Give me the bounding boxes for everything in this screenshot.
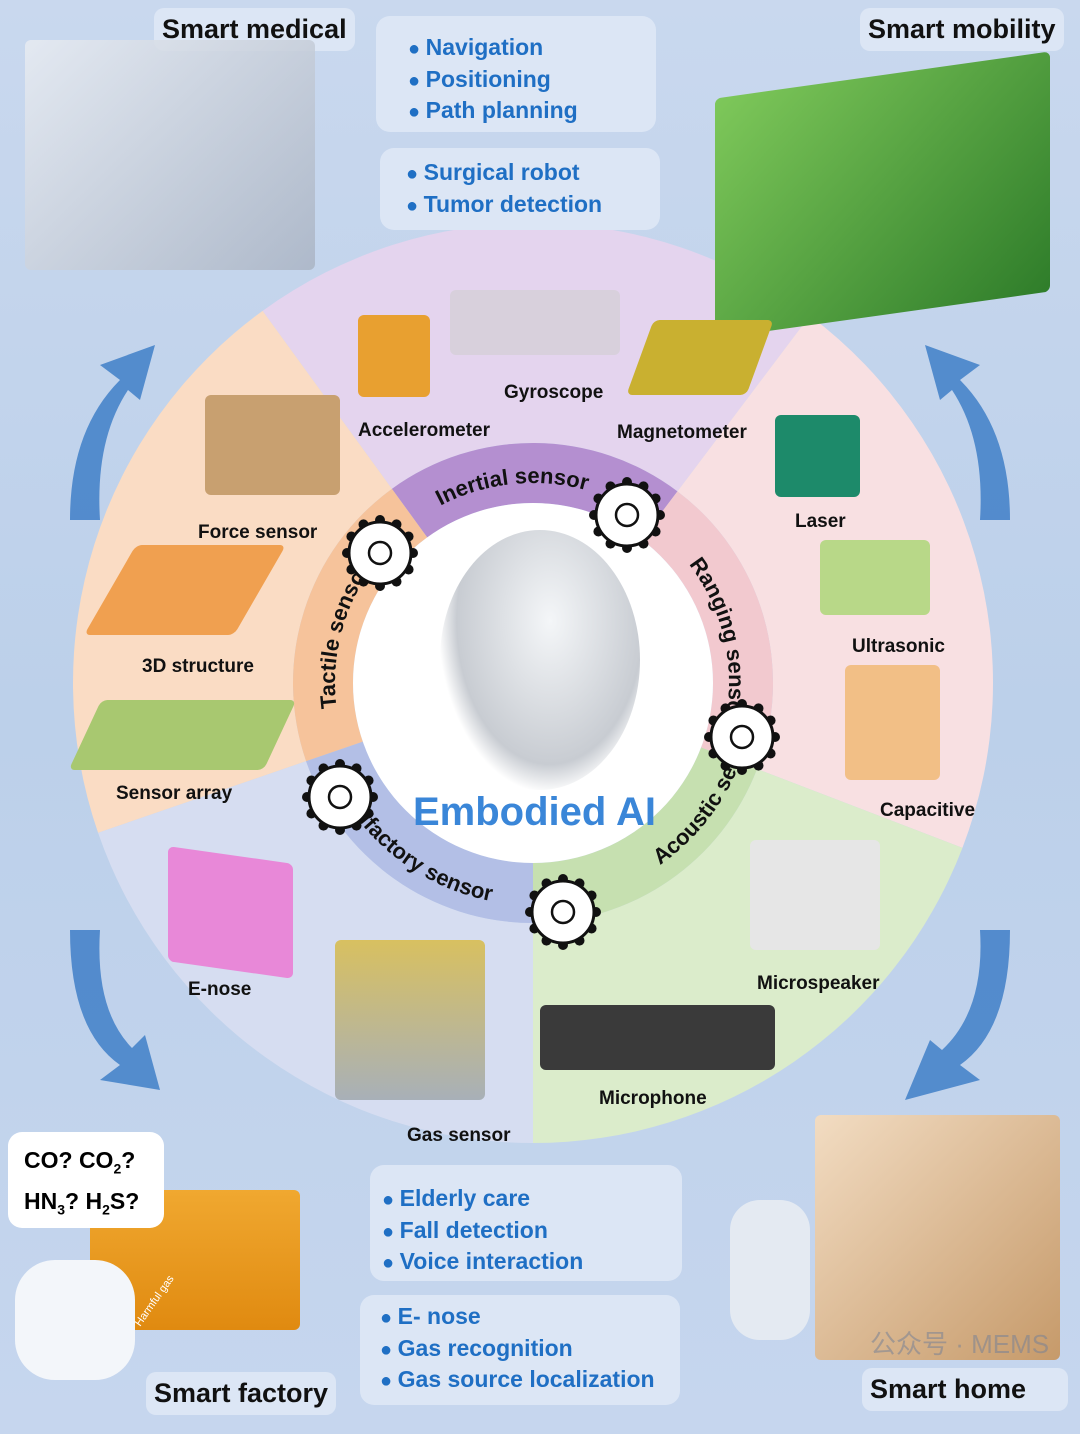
smart-mobility-village-illustration [715,51,1050,339]
robot-illustration [440,530,640,790]
elderly-care-robot-illustration [730,1200,810,1340]
label-gyroscope: Gyroscope [504,382,604,403]
nose-icon [302,759,378,835]
laser-image [775,415,860,497]
robot-dog-illustration [15,1260,135,1380]
title-smart-mobility: Smart mobility [860,8,1064,51]
list-item: Gas recognition [380,1334,655,1366]
outer-sector-inertial [262,222,810,492]
watermark: 公众号 · MEMS [870,1329,1050,1359]
ear-icon [525,874,601,950]
gyroscope-image [450,290,620,355]
list-item: Fall detection [382,1216,583,1248]
label-capacitive: Capacitive [880,800,976,821]
smart-home-room-illustration [815,1115,1060,1360]
sensor-array-image [68,700,297,770]
label-accelerometer: Accelerometer [358,420,491,441]
home-list: Elderly care Fall detection Voice intera… [382,1184,584,1279]
list-item: Tumor detection [406,190,602,222]
surgical-robot-illustration [25,40,315,270]
mobility-list: Navigation Positioning Path planning [408,33,578,128]
arrow-top-right [925,345,1010,520]
label-ultrasonic: Ultrasonic [852,636,945,657]
label-magnetometer: Magnetometer [617,422,747,443]
gas-question-bubble: CO? CO2? HN3? H2S? [8,1132,164,1228]
label-3d-structure: 3D structure [142,656,254,677]
arrow-top-left [70,345,155,520]
eye-icon [704,699,780,775]
label-microspeaker: Microspeaker [757,973,880,994]
label-laser: Laser [795,511,846,532]
title-smart-factory: Smart factory [146,1372,337,1415]
force-sensor-image [205,395,340,495]
ultrasonic-image [820,540,930,615]
label-microphone: Microphone [599,1088,707,1109]
e-nose-image [168,846,293,979]
label-e-nose: E-nose [188,979,252,1000]
label-force-sensor: Force sensor [198,522,318,543]
microspeaker-image [750,840,880,950]
list-item: Positioning [408,65,578,97]
medical-list: Surgical robot Tumor detection [406,158,602,221]
title-smart-home: Smart home [862,1368,1068,1411]
list-item: Elderly care [382,1184,583,1216]
arrow-bottom-left [70,930,160,1090]
chip-icon [589,477,665,553]
list-item: E- nose [380,1302,655,1334]
list-item: Gas source localization [380,1365,655,1397]
factory-list: E- nose Gas recognition Gas source local… [380,1302,655,1397]
capacitive-image [845,665,940,780]
label-gas-sensor: Gas sensor [407,1125,511,1146]
microphone-image [540,1005,775,1070]
list-item: Surgical robot [406,158,602,190]
arrow-bottom-right [905,930,1010,1100]
accelerometer-image [358,315,430,397]
label-sensor-array: Sensor array [116,783,233,804]
gas-sensor-image [335,940,485,1100]
list-item: Navigation [408,33,578,65]
list-item: Voice interaction [382,1247,584,1279]
touch-hand-icon [342,515,418,591]
list-item: Path planning [408,96,578,128]
ring-sector-acoustic [533,747,758,923]
center-title: Embodied AI [413,790,656,834]
